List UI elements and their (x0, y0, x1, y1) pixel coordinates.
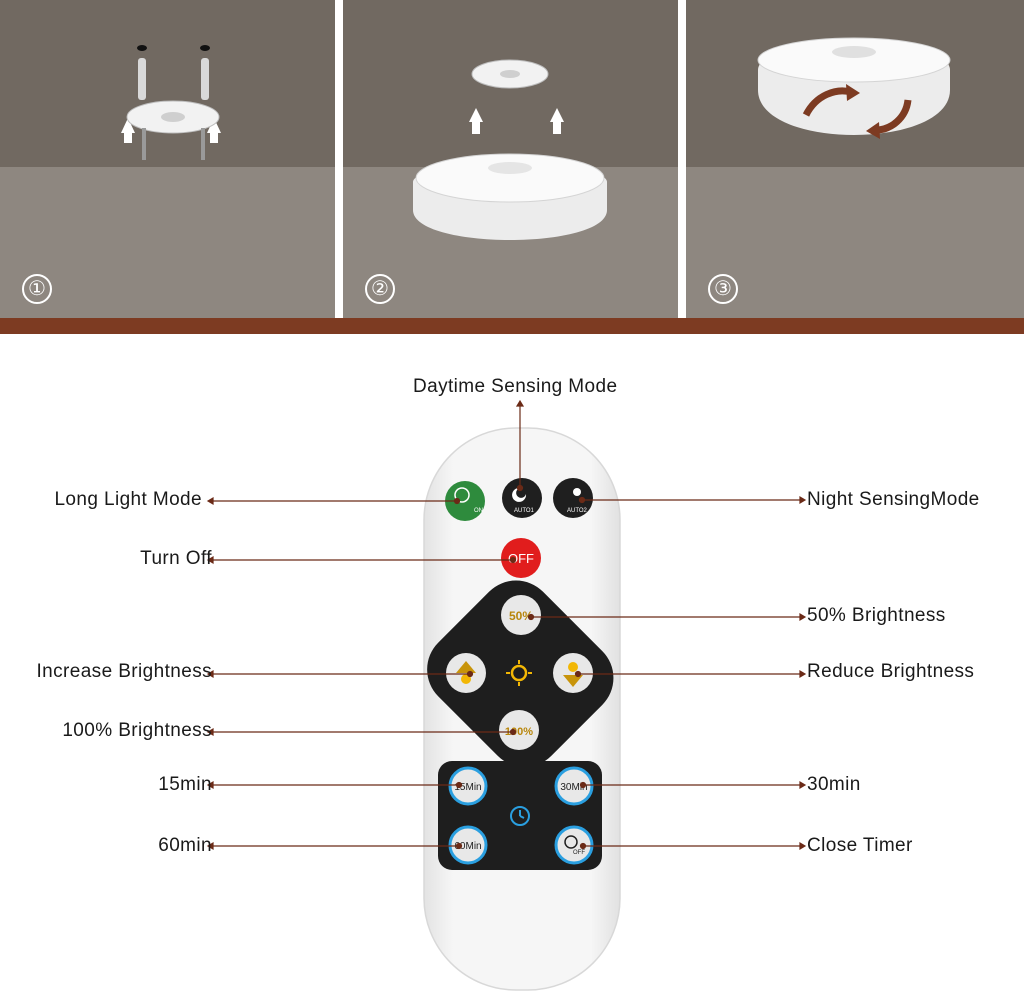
label-long-light-mode: Long Light Mode (54, 489, 202, 510)
timer-30-button[interactable]: 30Min (554, 766, 594, 806)
on-button[interactable]: ON (445, 481, 485, 521)
label-close-timer: Close Timer (807, 835, 913, 856)
svg-text:60Min: 60Min (454, 841, 481, 852)
svg-text:30Min: 30Min (560, 782, 587, 793)
off-button[interactable]: OFF (501, 538, 541, 578)
auto2-button[interactable]: AUTO2 (553, 478, 593, 518)
increase-brightness-button[interactable] (446, 653, 486, 693)
step-number: ① (22, 274, 52, 304)
step-panel-1: ① (0, 0, 335, 318)
light-attach-illustration (413, 59, 607, 240)
wall (686, 167, 1024, 318)
step-number: ③ (708, 274, 738, 304)
label-60min: 60min (158, 835, 212, 856)
svg-text:ON: ON (474, 508, 483, 514)
installation-steps: ① ② ③ (0, 0, 1024, 334)
step-number: ② (365, 274, 395, 304)
label-increase-brightness: Increase Brightness (36, 661, 212, 682)
step-panel-2: ② (343, 0, 678, 318)
alarm-clock-icon (510, 806, 530, 826)
remote-diagram: ON AUTO1 AUTO2 OFF 50% (0, 334, 1024, 997)
ceiling (0, 0, 335, 167)
label-15min: 15min (158, 774, 212, 795)
svg-text:100%: 100% (505, 726, 533, 738)
label-reduce-brightness: Reduce Brightness (807, 661, 975, 682)
brightness-pad (427, 580, 614, 767)
leader-lines (206, 399, 807, 851)
step-panel-3: ③ (686, 0, 1024, 318)
svg-text:15Min: 15Min (454, 782, 481, 793)
divider-band (0, 318, 1024, 334)
svg-text:OFF: OFF (573, 850, 585, 856)
auto1-button[interactable]: AUTO1 (502, 478, 542, 518)
label-30min: 30min (807, 774, 861, 795)
brightness-50-button[interactable]: 50% (501, 595, 541, 635)
svg-text:AUTO1: AUTO1 (514, 508, 535, 514)
close-timer-button[interactable]: OFF (554, 825, 594, 865)
brightness-sun-icon (506, 660, 532, 686)
label-turn-off: Turn Off (140, 548, 212, 569)
timer-15-button[interactable]: 15Min (448, 766, 488, 806)
label-night-sensing-mode: Night SensingMode (807, 489, 980, 510)
brightness-100-button[interactable]: 100% (499, 710, 539, 750)
remote-control: ON AUTO1 AUTO2 OFF 50% (206, 399, 807, 991)
svg-text:50%: 50% (509, 609, 533, 623)
label-50-brightness: 50% Brightness (807, 605, 946, 626)
svg-text:AUTO2: AUTO2 (567, 508, 588, 514)
timer-60-button[interactable]: 60Min (448, 825, 488, 865)
label-100-brightness: 100% Brightness (62, 720, 212, 741)
rotate-lock-illustration (757, 37, 951, 139)
label-daytime-sensing-mode: Daytime Sensing Mode (413, 376, 618, 397)
wall (0, 167, 335, 318)
mounting-plate-illustration (121, 45, 221, 160)
reduce-brightness-button[interactable] (553, 653, 593, 693)
